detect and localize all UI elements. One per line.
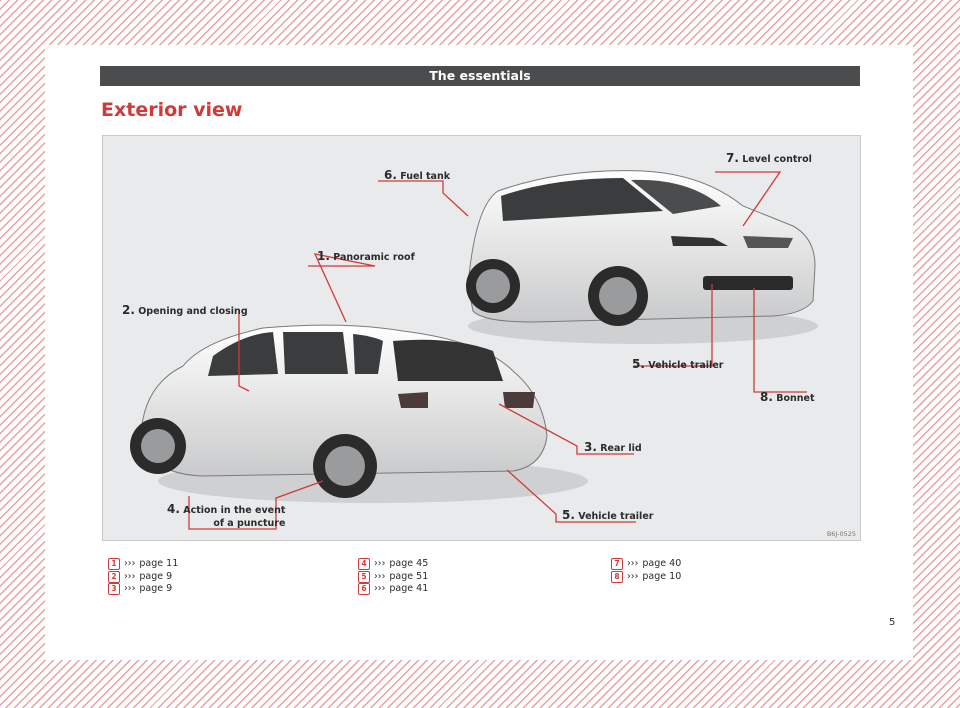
- callout-rear-lid: 3. Rear lid: [584, 440, 642, 454]
- page-number: 5: [889, 617, 896, 628]
- callout-panoramic-roof: 1. Panoramic roof: [317, 249, 415, 263]
- reference-column-3: 7›››page 40 8›››page 10: [611, 558, 681, 583]
- ref-badge: 6: [358, 583, 370, 596]
- figure-code: B6J-0525: [826, 530, 856, 538]
- ref-badge: 3: [108, 583, 120, 596]
- reference-column-2: 4›››page 45 5›››page 51 6›››page 41: [358, 558, 428, 596]
- hatchback-car: [466, 170, 818, 344]
- callout-vehicle-trailer-rear: 5. Vehicle trailer: [562, 508, 654, 522]
- ref-arrow: ›››: [374, 570, 386, 582]
- estate-car: [130, 324, 588, 503]
- reference-item[interactable]: 8›››page 10: [611, 571, 681, 584]
- callout-vehicle-trailer-front: 5. Vehicle trailer: [632, 357, 724, 371]
- ref-arrow: ›››: [124, 558, 136, 569]
- reference-item[interactable]: 1›››page 11: [108, 558, 178, 571]
- reference-item[interactable]: 3›››page 9: [108, 583, 178, 596]
- callout-fuel-tank: 6. Fuel tank: [384, 168, 451, 182]
- callout-leader-lines: [188, 171, 807, 530]
- callout-bonnet: 8. Bonnet: [760, 390, 815, 404]
- reference-item[interactable]: 6›››page 41: [358, 583, 428, 596]
- ref-arrow: ›››: [627, 558, 639, 569]
- ref-badge: 1: [108, 558, 120, 571]
- reference-item[interactable]: 5›››page 51: [358, 571, 428, 584]
- ref-badge: 5: [358, 570, 370, 583]
- exterior-view-figure: 6. Fuel tank 7. Level control 1. Panoram…: [102, 135, 861, 541]
- ref-arrow: ›››: [374, 583, 386, 594]
- ref-arrow: ›››: [627, 570, 639, 582]
- car-illustration: [130, 170, 818, 530]
- callout-level-control: 7. Level control: [726, 151, 812, 165]
- callout-puncture: 4. Action in the event of a puncture: [167, 502, 286, 530]
- reference-item[interactable]: 2›››page 9: [108, 571, 178, 584]
- ref-arrow: ›››: [374, 558, 386, 569]
- page-title: Exterior view: [101, 99, 243, 121]
- ref-badge: 7: [611, 558, 623, 571]
- callout-opening-and-closing: 2. Opening and closing: [122, 303, 248, 317]
- ref-badge: 2: [108, 570, 120, 583]
- section-header: The essentials: [100, 66, 860, 86]
- ref-arrow: ›››: [124, 570, 136, 582]
- ref-arrow: ›››: [124, 583, 136, 594]
- reference-column-1: 1›››page 11 2›››page 9 3›››page 9: [108, 558, 178, 596]
- reference-item[interactable]: 4›››page 45: [358, 558, 428, 571]
- ref-badge: 8: [611, 570, 623, 583]
- ref-badge: 4: [358, 558, 370, 571]
- reference-item[interactable]: 7›››page 40: [611, 558, 681, 571]
